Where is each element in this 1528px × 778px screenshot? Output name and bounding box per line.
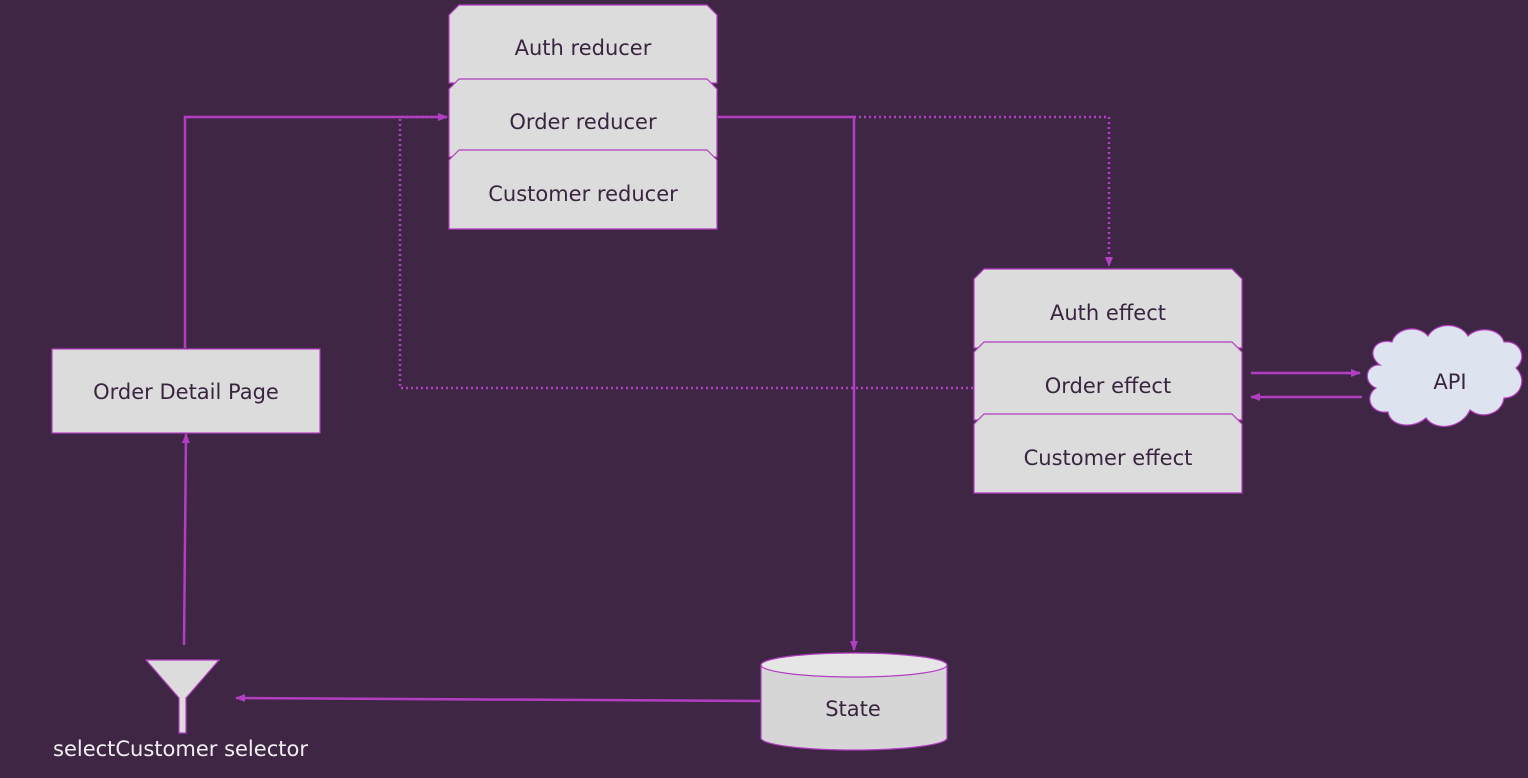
effect-to-reducer-dotted-arrow [398,113,973,390]
auth-reducer-box[interactable]: Auth reducer [448,4,718,84]
state-cylinder[interactable]: State [760,652,948,751]
dotted-connectors [398,113,1113,390]
order-effect-label: Order effect [1045,374,1171,398]
order-detail-page-box[interactable]: Order Detail Page [51,348,321,434]
customer-reducer-label: Customer reducer [488,182,678,206]
cloud-icon [1366,324,1523,427]
order-reducer-box[interactable]: Order reducer [448,78,718,158]
connectors [181,113,1362,703]
order-effect-box[interactable]: Order effect [973,341,1243,421]
funnel-icon [144,659,221,734]
selector-label: selectCustomer selector [53,737,308,761]
state-to-selector-arrow [235,694,761,703]
selector-to-page-arrow [181,433,190,646]
api-cloud[interactable]: API [1366,324,1523,427]
reducer-to-state-arrow [718,115,858,651]
api-label: API [1433,370,1466,394]
customer-effect-box[interactable]: Customer effect [973,413,1243,494]
selector-funnel[interactable] [144,659,221,734]
order-detail-page-label: Order Detail Page [93,380,279,404]
reducer-to-effects-dotted-arrow [854,115,1113,267]
order-reducer-label: Order reducer [509,110,657,134]
auth-effect-box[interactable]: Auth effect [973,268,1243,349]
reducer-stack: Auth reducer Order reducer Customer redu… [448,4,718,230]
state-label: State [825,697,881,721]
effect-stack: Auth effect Order effect Customer effect [973,268,1243,494]
page-to-reducer-arrow [183,113,448,348]
auth-reducer-label: Auth reducer [515,36,652,60]
customer-effect-label: Customer effect [1024,446,1193,470]
customer-reducer-box[interactable]: Customer reducer [448,149,718,230]
auth-effect-label: Auth effect [1050,301,1166,325]
